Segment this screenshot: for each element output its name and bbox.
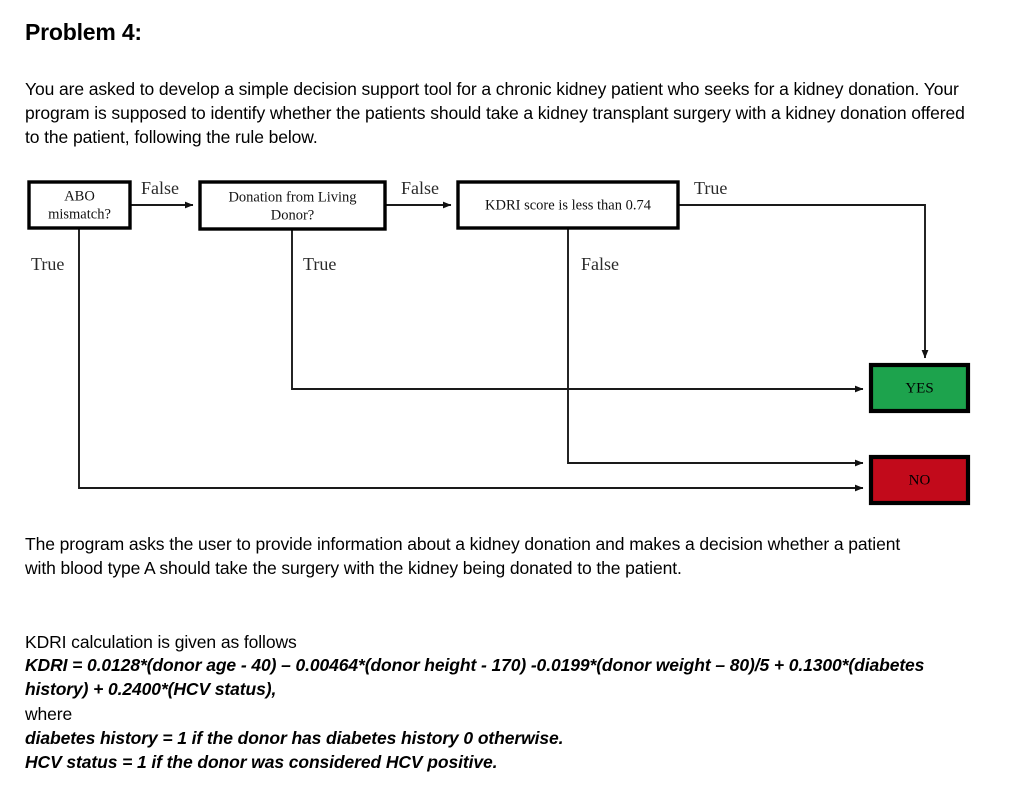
edge-label-living-donor-false: False bbox=[401, 178, 439, 198]
where-label: where bbox=[25, 704, 73, 724]
decision-flowchart: False False True True False bbox=[0, 168, 1024, 518]
edge-kdri-true: True bbox=[678, 178, 929, 359]
node-kdri-score-label: KDRI score is less than 0.74 bbox=[485, 197, 652, 213]
definition-hcv-status: HCV status = 1 if the donor was consider… bbox=[25, 752, 498, 772]
flowchart-node-kdri-score[interactable]: KDRI score is less than 0.74 bbox=[456, 180, 680, 230]
kdri-heading: KDRI calculation is given as follows bbox=[25, 632, 297, 652]
node-abo-mismatch-line2: mismatch? bbox=[48, 206, 111, 222]
page-title: Problem 4: bbox=[25, 19, 142, 45]
flowchart-node-living-donor[interactable]: Donation from Living Donor? bbox=[198, 180, 387, 231]
edge-abo-false: False bbox=[130, 178, 194, 209]
flowchart-node-yes[interactable]: YES bbox=[868, 362, 971, 414]
edge-label-kdri-true: True bbox=[694, 178, 727, 198]
edge-label-abo-false: False bbox=[141, 178, 179, 198]
edge-label-living-donor-true: True bbox=[303, 254, 336, 274]
edge-abo-true: True bbox=[31, 228, 864, 492]
edge-label-abo-true: True bbox=[31, 254, 64, 274]
node-living-donor-line1: Donation from Living bbox=[228, 189, 356, 205]
definitions-block: diabetes history = 1 if the donor has di… bbox=[25, 726, 985, 774]
middle-paragraph: The program asks the user to provide inf… bbox=[25, 534, 901, 578]
node-living-donor-line2: Donor? bbox=[271, 207, 315, 223]
edge-label-kdri-false: False bbox=[581, 254, 619, 274]
node-yes-label: YES bbox=[905, 380, 933, 396]
definition-diabetes-history: diabetes history = 1 if the donor has di… bbox=[25, 728, 564, 748]
edge-living-donor-false: False bbox=[385, 178, 452, 209]
flowchart-node-no[interactable]: NO bbox=[868, 454, 971, 506]
flowchart-node-abo-mismatch[interactable]: ABO mismatch? bbox=[27, 180, 132, 230]
intro-paragraph: You are asked to develop a simple decisi… bbox=[25, 79, 965, 147]
node-no-label: NO bbox=[909, 472, 931, 488]
node-abo-mismatch-line1: ABO bbox=[64, 188, 95, 204]
edge-living-donor-true: True bbox=[291, 229, 864, 393]
edge-kdri-false: False bbox=[567, 228, 864, 467]
kdri-formula: KDRI = 0.0128*(donor age - 40) – 0.00464… bbox=[25, 655, 925, 699]
